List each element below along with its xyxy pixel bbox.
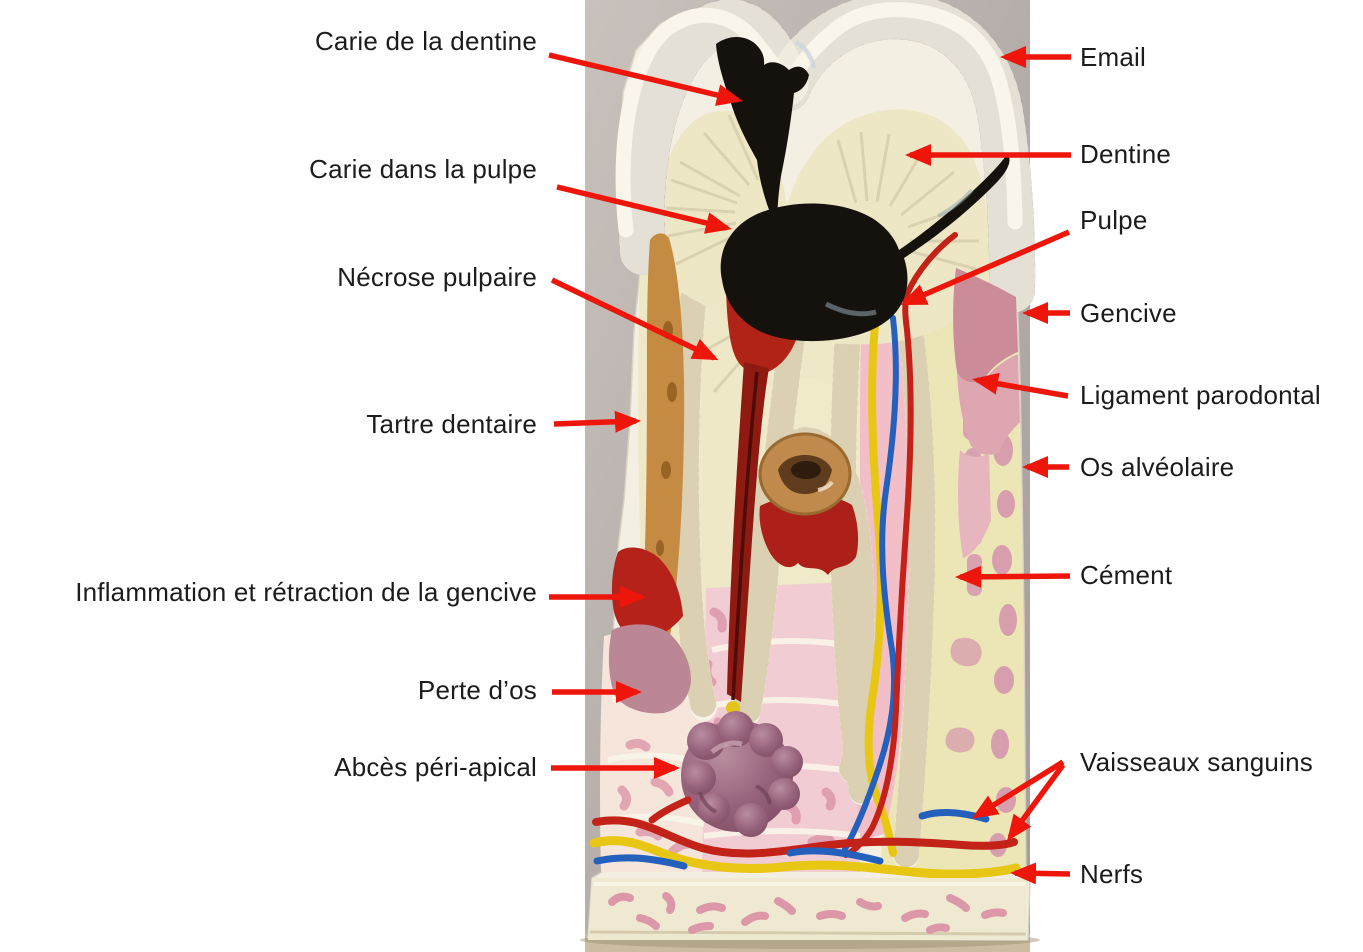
abscess (681, 711, 803, 837)
root-canal-opening (758, 432, 859, 575)
label-gencive: Gencive (1080, 298, 1177, 329)
arrow-pulpe (900, 229, 1071, 306)
label-abces-peri-apical: Abcès péri-apical (334, 752, 537, 783)
label-perte-d-os: Perte d’os (417, 675, 537, 706)
nerve-horizontal (589, 836, 1021, 879)
bottom-vessels (589, 796, 1021, 879)
alveolar-bone-holes (945, 434, 1017, 857)
arrow-vaisseaux-sanguins-2 (1007, 763, 1066, 842)
arrow-nerfs (1010, 862, 1071, 885)
base-slab (588, 878, 1028, 940)
arrow-necrose-pulpaire (550, 277, 719, 361)
label-carie-dans-la-pulpe: Carie dans la pulpe (309, 154, 537, 185)
artery (843, 327, 914, 858)
label-tartre-dentaire: Tartre dentaire (366, 409, 537, 440)
label-cement: Cément (1080, 560, 1173, 591)
label-email: Email (1080, 42, 1147, 73)
caries-pulp-lesion (720, 154, 1010, 342)
label-ligament-parodontal: Ligament parodontal (1080, 380, 1321, 411)
arrow-vaisseaux-sanguins-1 (971, 759, 1065, 819)
vein (842, 315, 899, 852)
label-nerfs: Nerfs (1080, 859, 1144, 890)
gum (953, 268, 1020, 558)
tooth-model (587, 0, 1036, 941)
vein-segment-middle (786, 847, 884, 865)
vessels-column (842, 232, 958, 858)
arrow-carie-dans-la-pulpe (556, 184, 732, 234)
label-inflammation-retraction-gencive: Inflammation et rétraction de la gencive (75, 577, 537, 608)
artery-horizontal (592, 816, 1018, 858)
annotation-arrows (548, 46, 1071, 885)
vein-segment-left (593, 854, 688, 870)
label-pulpe: Pulpe (1080, 205, 1148, 236)
arrow-tartre-dentaire (553, 410, 641, 433)
arrow-ligament-parodontal (972, 372, 1069, 399)
label-dentine: Dentine (1080, 139, 1172, 170)
label-vaisseaux-sanguins: Vaisseaux sanguins (1080, 747, 1313, 778)
label-os-alveolaire: Os alvéolaire (1080, 452, 1235, 483)
label-carie-de-la-dentine: Carie de la dentine (314, 26, 537, 57)
label-necrose-pulpaire: Nécrose pulpaire (337, 262, 537, 293)
enamel-rim (615, 2, 1023, 238)
base-marrow-marks (608, 892, 1007, 934)
arrow-carie-de-la-dentine (548, 52, 743, 106)
gum-inflammation-area (611, 547, 683, 641)
arrow-cement (955, 565, 1071, 588)
nerve-fiber (864, 321, 897, 857)
